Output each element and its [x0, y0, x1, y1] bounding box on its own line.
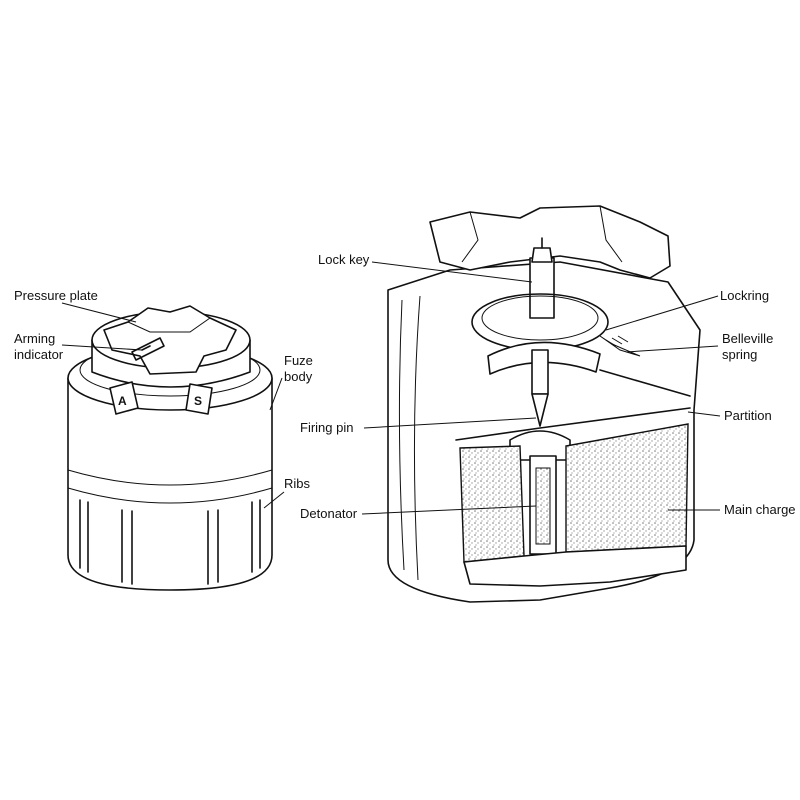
partition — [455, 407, 691, 441]
ribs — [79, 499, 261, 585]
label-belleville-1: Belleville — [722, 331, 773, 346]
label-belleville-2: spring — [722, 347, 757, 362]
arming-indicator — [131, 337, 165, 361]
label-partition: Partition — [724, 408, 772, 423]
arm-marker-tab: A — [109, 381, 139, 415]
main-charge-left — [459, 445, 525, 563]
label-lockring: Lockring — [720, 288, 769, 303]
label-ribs: Ribs — [284, 476, 311, 491]
main-charge-right — [565, 423, 689, 553]
cutaway-view — [387, 205, 701, 603]
label-detonator: Detonator — [300, 506, 358, 521]
lock-key — [529, 237, 555, 319]
label-fuze-body-1: Fuze — [284, 353, 313, 368]
casing-base — [463, 545, 687, 587]
safe-marker-tab: S — [185, 383, 213, 415]
detonator — [529, 455, 557, 555]
label-lock-key: Lock key — [318, 252, 370, 267]
fuze-body-cylinder — [67, 377, 273, 591]
body-band — [67, 469, 273, 486]
label-arming-indicator-1: Arming — [14, 331, 55, 346]
top-cap — [429, 205, 671, 279]
safe-marker-text: S — [194, 394, 202, 408]
label-main-charge: Main charge — [724, 502, 796, 517]
firing-pin — [531, 349, 549, 427]
label-arming-indicator-2: indicator — [14, 347, 64, 362]
label-fuze-body-2: body — [284, 369, 313, 384]
external-view: A S — [67, 305, 273, 591]
label-firing-pin: Firing pin — [300, 420, 353, 435]
label-pressure-plate: Pressure plate — [14, 288, 98, 303]
arm-marker-text: A — [118, 394, 127, 408]
